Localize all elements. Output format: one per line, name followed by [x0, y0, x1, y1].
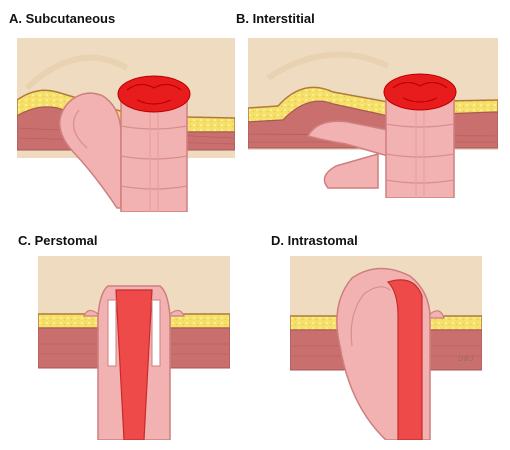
panel-c-label: C. Perstomal [18, 233, 98, 248]
artist-signature: DBJ [458, 356, 475, 363]
perstomal-prolapse-illustration [38, 256, 230, 440]
panel-a-label: A. Subcutaneous [9, 11, 116, 26]
panel-d-label: D. Intrastomal [271, 233, 358, 248]
subcutaneous-hernia-illustration [17, 38, 235, 212]
panel-b-label: B. Interstitial [236, 11, 315, 26]
interstitial-hernia-illustration [248, 38, 498, 198]
intrastomal-prolapse-illustration [290, 256, 482, 440]
